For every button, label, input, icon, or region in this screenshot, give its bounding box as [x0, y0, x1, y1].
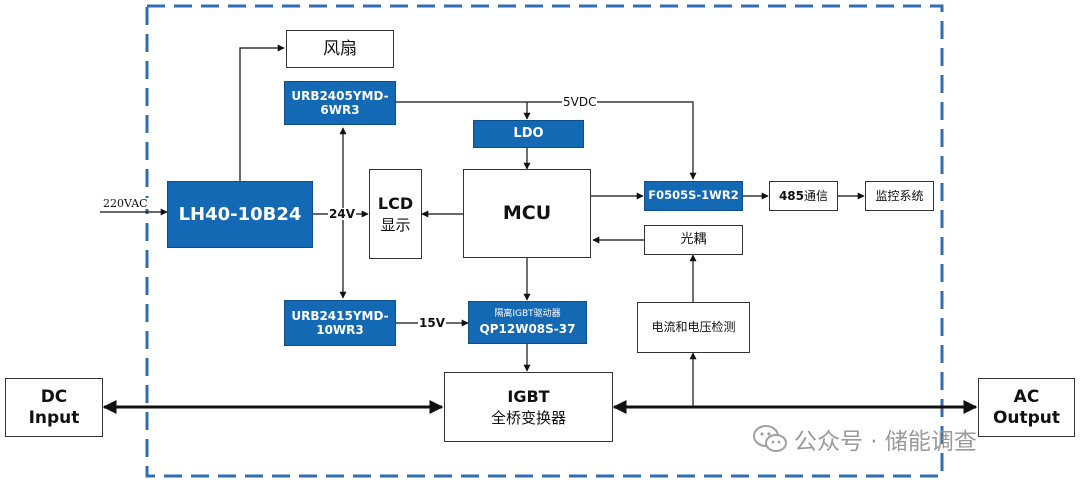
igbt-driver-model: QP12W08S-37	[479, 321, 576, 336]
igbt-driver-caption: 隔离IGBT驱动器	[494, 308, 561, 319]
label-5vdc: 5VDC	[562, 95, 598, 109]
ac-output-label: AC Output	[992, 387, 1061, 428]
urb2405-label: URB2405YMD- 6WR3	[291, 88, 389, 117]
monitor-block: 监控系统	[865, 181, 934, 211]
f0505-block: F0505S-1WR2	[644, 181, 743, 211]
optocoupler-block: 光耦	[644, 225, 743, 255]
lh40-block: LH40-10B24	[167, 181, 313, 248]
optocoupler-label: 光耦	[680, 232, 707, 248]
igbt-bridge-title: IGBT	[507, 386, 550, 406]
label-24v: 24V	[328, 207, 356, 221]
igbt-bridge-block: IGBT 全桥变换器	[444, 372, 613, 442]
label-15v: 15V	[418, 316, 446, 330]
sensing-block: 电流和电压检测	[637, 302, 750, 353]
urb2415-block: URB2415YMD- 10WR3	[284, 300, 396, 346]
fan-label: 风扇	[323, 38, 357, 59]
urb2415-label: URB2415YMD- 10WR3	[291, 308, 389, 337]
lh40-label: LH40-10B24	[178, 203, 302, 225]
system-boundary	[145, 4, 944, 478]
lcd-title: LCD	[377, 194, 414, 214]
line-5vdc-bus	[396, 101, 697, 180]
ldo-label: LDO	[513, 126, 544, 142]
watermark: 公众号 · 储能调查	[752, 422, 977, 456]
rs485-text: 通信	[804, 188, 829, 203]
wechat-icon	[753, 425, 787, 452]
dc-input-block: DC Input	[5, 378, 103, 437]
sensing-label: 电流和电压检测	[651, 320, 736, 335]
urb2405-block: URB2405YMD- 6WR3	[284, 81, 396, 125]
f0505-label: F0505S-1WR2	[648, 188, 739, 203]
igbt-driver-block: 隔离IGBT驱动器 QP12W08S-37	[468, 301, 587, 344]
fan-block: 风扇	[286, 30, 394, 68]
ac-output-block: AC Output	[978, 378, 1075, 437]
mcu-block: MCU	[463, 169, 591, 258]
lcd-block: LCD 显示	[369, 169, 422, 259]
watermark-text: 公众号 · 储能调查	[794, 429, 977, 455]
dc-input-label: DC Input	[28, 387, 80, 428]
line-lh40-to-fan	[239, 44, 285, 181]
lcd-subtitle: 显示	[380, 215, 411, 234]
ldo-block: LDO	[473, 120, 584, 148]
rs485-number: 485	[778, 188, 805, 203]
monitor-label: 监控系统	[875, 188, 924, 203]
igbt-bridge-subtitle: 全桥变换器	[490, 409, 566, 428]
mcu-label: MCU	[502, 202, 552, 225]
label-220vac: 220VAC	[102, 197, 149, 210]
